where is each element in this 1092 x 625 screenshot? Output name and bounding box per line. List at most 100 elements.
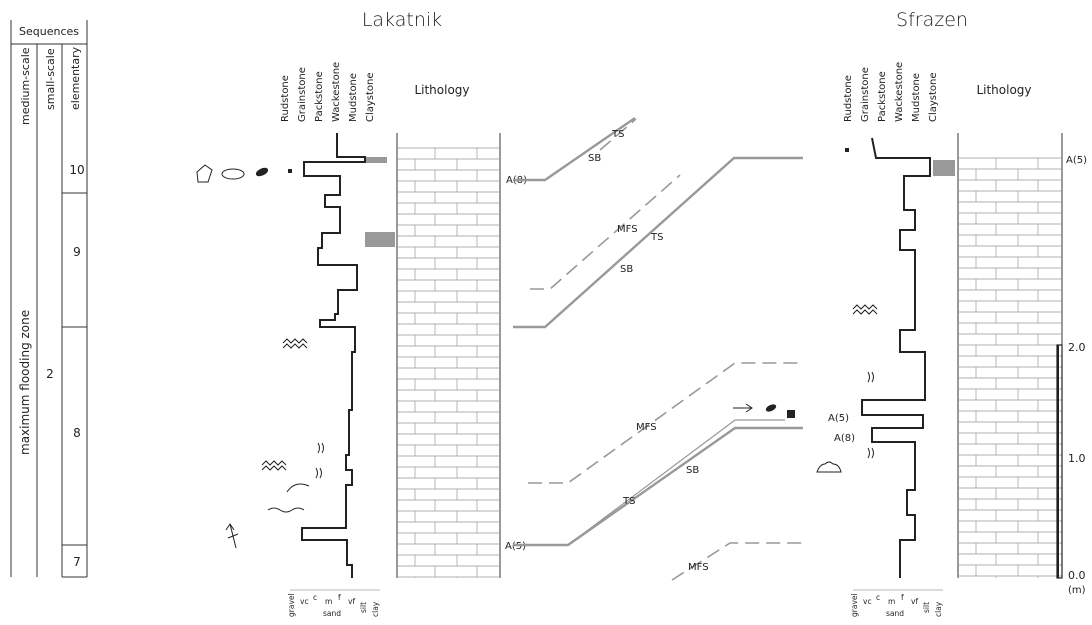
label-mfs-1: MFS xyxy=(617,224,638,235)
sfr-scale-sand: sand xyxy=(886,609,904,618)
burrow-icon-sfr xyxy=(867,371,874,383)
sfrazen-title: Sfrazen xyxy=(896,9,968,31)
label-sb-1: SB xyxy=(588,153,601,164)
intraclast-icon xyxy=(255,167,269,177)
scale-tick-2: 2.0 xyxy=(1068,341,1086,354)
sfr-scale-silt: silt xyxy=(922,602,931,613)
medium-scale-header: medium-scale xyxy=(19,47,32,125)
label-ts-1: TS xyxy=(611,129,624,140)
label-ts-3: TS xyxy=(622,496,635,507)
elementary-label-9: 9 xyxy=(73,245,81,259)
lak-scale-silt: silt xyxy=(359,602,368,613)
sfrazen-grain-scale: gravel vc c m f vf silt clay sand xyxy=(850,589,943,618)
label-mfs-3: MFS xyxy=(688,562,709,573)
lakatnik-header-claystone: Claystone xyxy=(365,72,376,122)
corr-ts-lower xyxy=(567,419,785,546)
correlation-lines: TS SB MFS TS SB MFS TS SB MFS xyxy=(513,117,803,581)
scale-tick-1: 1.0 xyxy=(1068,452,1086,465)
scale-tick-0: 0.0 xyxy=(1068,569,1086,582)
elementary-label-7: 7 xyxy=(73,555,81,569)
label-sb-3: SB xyxy=(686,465,699,476)
coral-icon xyxy=(816,461,842,473)
paleocurrent-icon-sfr xyxy=(733,403,753,413)
lakatnik-title: Lakatnik xyxy=(362,9,442,31)
small-scale-label: 2 xyxy=(46,367,54,381)
corr-mfs-lower xyxy=(671,542,803,581)
corr-sb-upper xyxy=(513,156,803,329)
sfrazen-surface-a5: A(5) xyxy=(828,413,849,424)
symbols xyxy=(196,148,878,549)
sfrazen-header-packstone: Packstone xyxy=(877,71,888,122)
label-sb-2: SB xyxy=(620,264,633,275)
lakatnik-header-grainstone: Grainstone xyxy=(297,67,308,122)
sfr-scale-gravel: gravel xyxy=(850,593,859,617)
sfrazen-texture-headers: Rudstone Grainstone Packstone Wackestone… xyxy=(843,62,1032,122)
lakatnik-texture-curve xyxy=(301,133,366,578)
sfrazen-surface-a5-top: A(5) xyxy=(1066,155,1087,166)
sfr-scale-clay: clay xyxy=(934,601,943,617)
lak-scale-sand: sand xyxy=(323,609,341,618)
lak-scale-m: m xyxy=(325,597,332,606)
sequences-header: Sequences xyxy=(19,25,79,38)
sfrazen-header-wackestone: Wackestone xyxy=(894,62,905,122)
stromatolite-icon-sfr xyxy=(852,304,878,315)
sfrazen-header-grainstone: Grainstone xyxy=(860,67,871,122)
sfrazen-texture-curve xyxy=(861,137,931,578)
burrow-icon xyxy=(317,442,324,454)
sfrazen-header-rudstone: Rudstone xyxy=(843,75,854,122)
small-scale-header: small-scale xyxy=(44,48,57,110)
sfr-scale-vc: vc xyxy=(863,597,872,606)
burrow-icon-sfr-2 xyxy=(867,447,874,459)
lak-scale-f: f xyxy=(338,593,341,602)
label-mfs-2: MFS xyxy=(636,422,657,433)
grain-square-icon-sfr xyxy=(845,148,849,152)
sfr-scale-f: f xyxy=(901,593,904,602)
sfrazen-header-claystone: Claystone xyxy=(928,72,939,122)
sfr-scale-m: m xyxy=(888,597,895,606)
lak-scale-c: c xyxy=(313,593,317,602)
scale-bar-fill xyxy=(1057,345,1059,578)
lakatnik-header-rudstone: Rudstone xyxy=(280,75,291,122)
sfr-scale-vf: vf xyxy=(911,597,918,606)
sequences-column: Sequences medium-scale small-scale eleme… xyxy=(10,20,88,578)
lak-scale-vf: vf xyxy=(348,597,355,606)
burrow-icon-2 xyxy=(315,467,322,479)
lak-scale-gravel: gravel xyxy=(287,593,296,617)
corr-mfs-middle xyxy=(528,362,803,484)
lakatnik-grey-bed-top xyxy=(365,157,387,163)
sfrazen-lithology-column xyxy=(933,133,1063,578)
lak-scale-vc: vc xyxy=(300,597,309,606)
lakatnik-bedding xyxy=(397,147,500,578)
elementary-header: elementary xyxy=(69,46,82,110)
sfrazen-surface-a8: A(8) xyxy=(834,433,855,444)
stromatolite-icon-2 xyxy=(261,460,287,471)
sfrazen-bedding xyxy=(958,157,1062,578)
corr-sb-lower xyxy=(513,426,803,547)
grain-square-icon xyxy=(288,169,292,173)
wavy-lamination-icon xyxy=(267,483,310,513)
corr-mfs-upper xyxy=(530,174,681,290)
bivalve-icon xyxy=(221,168,245,180)
stromatolite-icon xyxy=(282,338,308,349)
sfr-scale-c: c xyxy=(876,593,880,602)
corr-top-sb xyxy=(513,117,636,182)
lakatnik-grey-bed xyxy=(365,232,395,247)
scale-unit: (m) xyxy=(1068,585,1086,596)
paleocurrent-icon xyxy=(225,523,239,549)
lak-scale-clay: clay xyxy=(371,601,380,617)
elementary-label-8: 8 xyxy=(73,426,81,440)
gastropod-icon xyxy=(196,164,213,183)
sfrazen-lithology-header: Lithology xyxy=(976,83,1031,97)
sfrazen-grey-bed xyxy=(933,160,955,176)
medium-scale-label: maximum flooding zone xyxy=(18,310,32,455)
lakatnik-header-wackestone: Wackestone xyxy=(331,62,342,122)
large-grain-square-icon xyxy=(787,410,795,418)
corr-top-ts xyxy=(599,118,637,151)
lakatnik-header-packstone: Packstone xyxy=(314,71,325,122)
scale-bar: 2.0 1.0 0.0 (m) xyxy=(1056,341,1086,596)
lakatnik-grain-scale: gravel vc c m f vf silt clay sand xyxy=(287,589,380,618)
lakatnik-header-mudstone: Mudstone xyxy=(348,73,359,122)
sfrazen-header-mudstone: Mudstone xyxy=(911,73,922,122)
